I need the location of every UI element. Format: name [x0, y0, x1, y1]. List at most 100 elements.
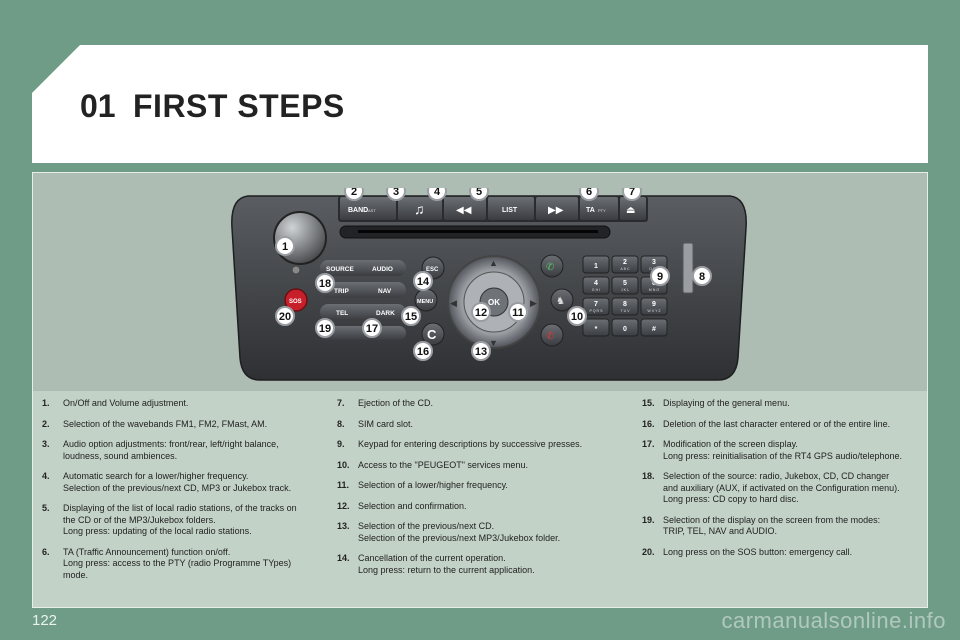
keypad-key[interactable] [611, 297, 639, 316]
callout-16: 16 [413, 341, 433, 361]
legend-item-number: 14. [337, 553, 350, 563]
header-banner [32, 45, 928, 163]
seek-forward-button [536, 197, 578, 220]
source-label[interactable]: SOURCE [326, 266, 354, 273]
peugeot-lion-icon: ♞ [556, 296, 565, 307]
callout-number: 6 [586, 188, 592, 198]
legend-item-number: 15. [642, 398, 655, 408]
legend-item-text: Keypad for entering descriptions by succ… [358, 439, 583, 449]
legend-item: 12.Selection and confirmation. [337, 501, 611, 513]
callout-number: 10 [571, 311, 583, 323]
legend-item-number: 10. [337, 459, 350, 470]
legend-item: 1.On/Off and Volume adjustment. [42, 398, 324, 410]
legend-item-number: 11. [337, 480, 350, 490]
keypad: 12A B C3D E F4G H I5J K L6M N O7P Q R S8… [582, 255, 668, 337]
legend-item: 7.Ejection of the CD. [337, 398, 611, 410]
dark-label[interactable]: DARK [376, 310, 395, 317]
legend-item: 15.Displaying of the general menu. [642, 398, 924, 410]
keypad-digit: 3 [652, 259, 656, 266]
audio-label[interactable]: AUDIO [372, 266, 393, 273]
legend-item: 2.Selection of the wavebands FM1, FM2, F… [42, 419, 324, 431]
callout-number: 16 [417, 346, 429, 358]
callout-1: 1 [275, 236, 295, 256]
legend-item-number: 13. [337, 521, 350, 531]
menu-label[interactable]: MENU [417, 299, 433, 305]
arrow-up-icon: ▲ [489, 258, 498, 268]
band-button-label[interactable]: BAND [348, 207, 368, 214]
legend-item-text: Long press on the SOS button: emergency … [663, 546, 853, 557]
legend-item-text: TA (Traffic Announcement) function on/of… [63, 546, 292, 580]
legend-column-2: 7.Ejection of the CD.8.SIM card slot.9.K… [337, 398, 611, 585]
legend-item: 18.Selection of the source: radio, Jukeb… [642, 471, 924, 506]
keypad-key[interactable] [582, 276, 610, 295]
keypad-key[interactable] [640, 297, 668, 316]
legend-item-text: Audio option adjustments: front/rear, le… [63, 439, 279, 461]
esc-label[interactable]: ESC [426, 267, 439, 273]
callout-number: 8 [699, 271, 705, 283]
legend-item: 10.Access to the "PEUGEOT" services menu… [337, 460, 611, 472]
ok-label[interactable]: OK [488, 298, 500, 307]
page-title: FIRST STEPS [133, 88, 345, 124]
tel-label[interactable]: TEL [336, 310, 348, 317]
callout-number: 19 [319, 323, 331, 335]
legend-item-text: Selection of the previous/next CD. Selec… [358, 521, 561, 543]
keypad-key[interactable] [611, 318, 639, 337]
keypad-letters: G H I [592, 288, 600, 292]
audio-button [398, 197, 442, 220]
legend-item: 17.Modification of the screen display. L… [642, 439, 924, 462]
pty-label: PTY [598, 208, 606, 213]
list-button-label[interactable]: LIST [502, 207, 518, 214]
keypad-digit: 8 [623, 301, 627, 308]
ta-button-label[interactable]: TA [586, 207, 595, 214]
keypad-key[interactable] [582, 318, 610, 337]
watermark: carmanualsonline.info [721, 608, 946, 633]
callout-19: 19 [315, 318, 335, 338]
ta-button [580, 197, 618, 220]
arrow-left-icon: ◀ [450, 298, 457, 308]
legend-item: 5.Displaying of the list of local radio … [42, 503, 324, 538]
keypad-digit: 5 [623, 280, 627, 287]
legend-item-number: 7. [337, 398, 345, 408]
list-button [488, 197, 534, 220]
callout-7: 7 [622, 188, 642, 201]
callout-9: 9 [650, 266, 670, 286]
callout-20: 20 [275, 306, 295, 326]
arrow-down-icon: ▼ [489, 338, 498, 348]
keypad-key[interactable] [582, 255, 610, 274]
sim-card-slot [682, 242, 694, 294]
keypad-key[interactable] [611, 255, 639, 274]
legend-item: 19.Selection of the display on the scree… [642, 515, 924, 538]
keypad-key[interactable] [582, 297, 610, 316]
legend-item-text: Selection of the wavebands FM1, FM2, FMa… [63, 418, 268, 429]
keypad-key[interactable] [640, 318, 668, 337]
sos-button [284, 288, 308, 312]
trip-label[interactable]: TRIP [334, 288, 349, 295]
keypad-letters: A B C [620, 267, 630, 271]
callout-12: 12 [471, 302, 491, 322]
callout-3: 3 [386, 188, 406, 201]
legend-item-number: 17. [642, 439, 655, 449]
legend-item-number: 12. [337, 500, 350, 511]
legend-item-number: 4. [42, 471, 50, 481]
clear-button [421, 322, 445, 346]
clear-label[interactable]: C [427, 327, 437, 342]
nav-label[interactable]: NAV [378, 288, 392, 295]
callout-number: 15 [405, 311, 417, 323]
callout-18: 18 [315, 273, 335, 293]
callout-number: 14 [417, 276, 430, 288]
callout-number: 18 [319, 278, 331, 290]
legend-item-number: 9. [337, 439, 345, 449]
legend-item-number: 18. [642, 471, 655, 481]
keypad-digit: 4 [594, 280, 598, 287]
callout-14: 14 [413, 271, 433, 291]
legend-item: 16.Deletion of the last character entere… [642, 419, 924, 431]
keypad-key[interactable] [611, 276, 639, 295]
sos-label[interactable]: SOS [289, 299, 302, 305]
callout-6: 6 [579, 188, 599, 201]
legend-item: 9. Keypad for entering descriptions by su… [337, 439, 611, 451]
callout-17: 17 [362, 318, 382, 338]
legend-column-1: 1.On/Off and Volume adjustment. 2.Selecti… [42, 398, 324, 590]
legend-item: 13. Selection of the previous/next CD. Se… [337, 521, 611, 544]
radio-illustration: BAND AST ♫ ◀◀ LIST ▶▶ TA PTY ⏏ SOS SOURC… [231, 188, 747, 381]
